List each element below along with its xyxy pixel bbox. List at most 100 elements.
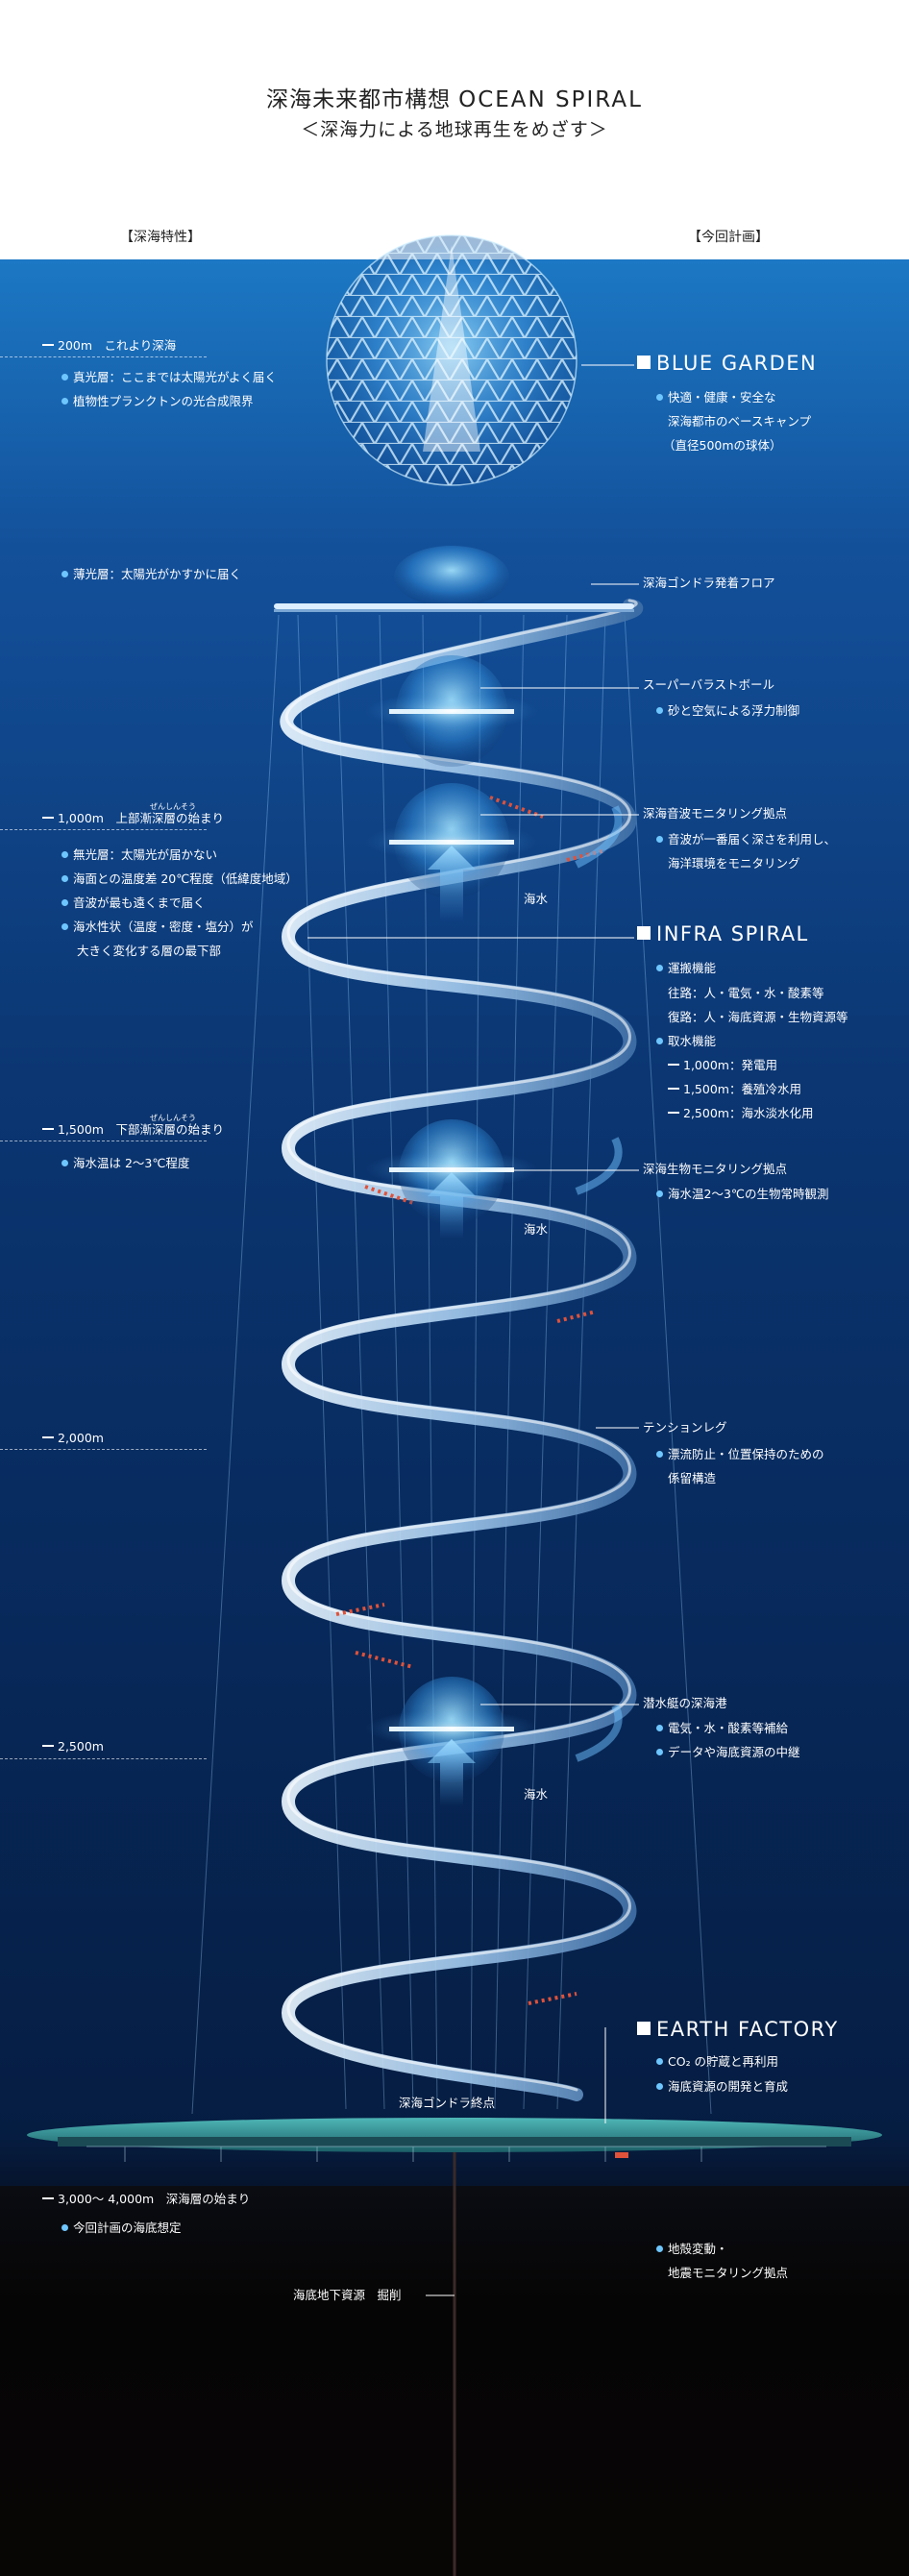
text: 運搬機能 bbox=[668, 961, 717, 975]
earth-factory-plate bbox=[27, 2118, 882, 2576]
depth-3000-label: 3,000～ 4,000m 深海層の始まり bbox=[42, 2192, 250, 2207]
dash-icon bbox=[42, 1745, 54, 1747]
ballast-balls bbox=[365, 655, 538, 1782]
aphotic-note-3: 音波が最も遠くまで届く bbox=[61, 895, 206, 911]
title-en: OCEAN SPIRAL bbox=[458, 87, 643, 112]
transport-out: 往路：人・電気・水・酸素等 bbox=[668, 986, 824, 1000]
text: 漂流防止・位置保持のための bbox=[668, 1447, 824, 1461]
dash-icon bbox=[668, 1064, 679, 1066]
depth-1500-label: 1,500m 下部漸深層の始まり bbox=[42, 1122, 224, 1138]
bullet-icon bbox=[656, 836, 663, 843]
text: 音波が最も遠くまで届く bbox=[73, 895, 206, 910]
dash-icon bbox=[42, 2197, 54, 2199]
text: 2,500m bbox=[58, 1739, 104, 1754]
square-icon bbox=[637, 356, 651, 369]
text: CO₂ の貯蔵と再利用 bbox=[668, 2054, 779, 2069]
text: 無光層：太陽光が届かない bbox=[73, 847, 218, 862]
sonar-label: 深海音波モニタリング拠点 bbox=[643, 806, 788, 821]
dash-icon bbox=[42, 344, 54, 346]
bullet-icon bbox=[61, 923, 68, 930]
bullet-icon bbox=[61, 851, 68, 858]
bullet-icon bbox=[656, 1451, 663, 1458]
quake-note-2: 地震モニタリング拠点 bbox=[668, 2266, 789, 2280]
square-icon bbox=[637, 2022, 651, 2035]
bullet-icon bbox=[656, 2058, 663, 2065]
text: 2,000m bbox=[58, 1431, 104, 1445]
earth-factory-note-2: 海底資源の開発と育成 bbox=[656, 2079, 788, 2095]
bullet-icon bbox=[61, 875, 68, 882]
text: 音波が一番届く深さを利用し、 bbox=[668, 832, 837, 846]
sub-port-note-1: 電気・水・酸素等補給 bbox=[656, 1721, 788, 1736]
seabed-note: 今回計画の海底想定 bbox=[61, 2220, 182, 2236]
text: 真光層：ここまでは太陽光がよく届く bbox=[73, 370, 277, 384]
bullet-icon bbox=[61, 398, 68, 405]
text: BLUE GARDEN bbox=[656, 352, 818, 375]
depth-line-1000 bbox=[0, 829, 207, 830]
bullet-icon bbox=[656, 1190, 663, 1197]
title-ja: 深海未来都市構想 bbox=[266, 87, 452, 112]
aphotic-note-1: 無光層：太陽光が届かない bbox=[61, 847, 217, 863]
text: 薄光層：太陽光がかすかに届く bbox=[73, 567, 242, 581]
text: 植物性プランクトンの光合成限界 bbox=[73, 394, 254, 408]
tension-leg-label: テンションレグ bbox=[643, 1420, 727, 1435]
gondola-end-label: 深海ゴンドラ終点 bbox=[399, 2096, 496, 2110]
sub-port-note-2: データや海底資源の中継 bbox=[656, 1745, 800, 1760]
intake-1500: 1,500m：養殖冷水用 bbox=[668, 1082, 801, 1097]
ballast-note: 砂と空気による浮力制御 bbox=[656, 703, 799, 719]
text: 砂と空気による浮力制御 bbox=[668, 703, 800, 718]
pointer-lines bbox=[307, 364, 639, 2296]
text: 今回計画の海底想定 bbox=[73, 2220, 182, 2235]
bullet-icon bbox=[656, 1749, 663, 1755]
earth-factory-note-1: CO₂ の貯蔵と再利用 bbox=[656, 2054, 778, 2070]
dash-icon bbox=[42, 1128, 54, 1130]
sonar-note-2: 海洋環境をモニタリング bbox=[668, 856, 800, 871]
euphotic-note-2: 植物性プランクトンの光合成限界 bbox=[61, 394, 254, 409]
text: 1,500m 下部漸深層の始まり bbox=[58, 1122, 224, 1137]
intake-label: 取水機能 bbox=[656, 1034, 716, 1049]
page-subtitle: ＜深海力による地球再生をめざす＞ bbox=[301, 119, 608, 140]
text: データや海底資源の中継 bbox=[668, 1745, 800, 1759]
aphotic-note-5: 大きく変化する層の最下部 bbox=[77, 944, 222, 958]
depth-200-label: 200m これより深海 bbox=[42, 338, 176, 354]
depth-1000-ruby: ぜんしんそう bbox=[150, 802, 196, 811]
text: 海面との温度差 20℃程度（低緯度地域） bbox=[73, 871, 298, 886]
bio-monitoring-note: 海水温2～3℃の生物常時観測 bbox=[656, 1187, 828, 1202]
quake-note-1: 地殻変動・ bbox=[656, 2242, 728, 2257]
text: 地殻変動・ bbox=[668, 2242, 728, 2256]
depth-2000-label: 2,000m bbox=[42, 1431, 104, 1446]
bullet-icon bbox=[61, 1160, 68, 1166]
text: 海底資源の開発と育成 bbox=[668, 2079, 789, 2094]
text: EARTH FACTORY bbox=[656, 2018, 839, 2041]
text: 取水機能 bbox=[668, 1034, 717, 1048]
intake-1000: 1,000m：発電用 bbox=[668, 1058, 777, 1073]
euphotic-note-1: 真光層：ここまでは太陽光がよく届く bbox=[61, 370, 277, 385]
text: 電気・水・酸素等補給 bbox=[668, 1721, 789, 1735]
left-column-heading: 【深海特性】 bbox=[120, 230, 201, 245]
text: 2,500m：海水淡水化用 bbox=[683, 1106, 814, 1120]
text: 快適・健康・安全な bbox=[668, 390, 776, 405]
bullet-icon bbox=[656, 1038, 663, 1044]
seawater-arrows bbox=[428, 805, 623, 1806]
bio-monitoring-label: 深海生物モニタリング拠点 bbox=[643, 1162, 788, 1176]
text: 1,000m：発電用 bbox=[683, 1058, 777, 1072]
sub-port-label: 潜水艇の深海港 bbox=[643, 1696, 727, 1710]
transport-label: 運搬機能 bbox=[656, 961, 716, 976]
intake-2500: 2,500m：海水淡水化用 bbox=[668, 1106, 813, 1121]
bullet-icon bbox=[656, 2083, 663, 2090]
text: 200m これより深海 bbox=[58, 338, 177, 353]
bullet-icon bbox=[656, 1725, 663, 1731]
disphotic-note: 薄光層：太陽光がかすかに届く bbox=[61, 567, 241, 582]
text: 海水性状（温度・密度・塩分）が bbox=[73, 920, 254, 934]
seawater-label-1: 海水 bbox=[524, 892, 549, 906]
seawater-label-3: 海水 bbox=[524, 1787, 549, 1802]
depth-1500-ruby: ぜんしんそう bbox=[150, 1114, 196, 1122]
aphotic-note-2: 海面との温度差 20℃程度（低緯度地域） bbox=[61, 871, 298, 887]
square-icon bbox=[637, 926, 651, 940]
bullet-icon bbox=[61, 2224, 68, 2231]
text: 1,000m 上部漸深層の始まり bbox=[58, 811, 224, 825]
blue-garden-note-2: 深海都市のベースキャンプ bbox=[668, 414, 812, 429]
dash-icon bbox=[668, 1112, 679, 1114]
